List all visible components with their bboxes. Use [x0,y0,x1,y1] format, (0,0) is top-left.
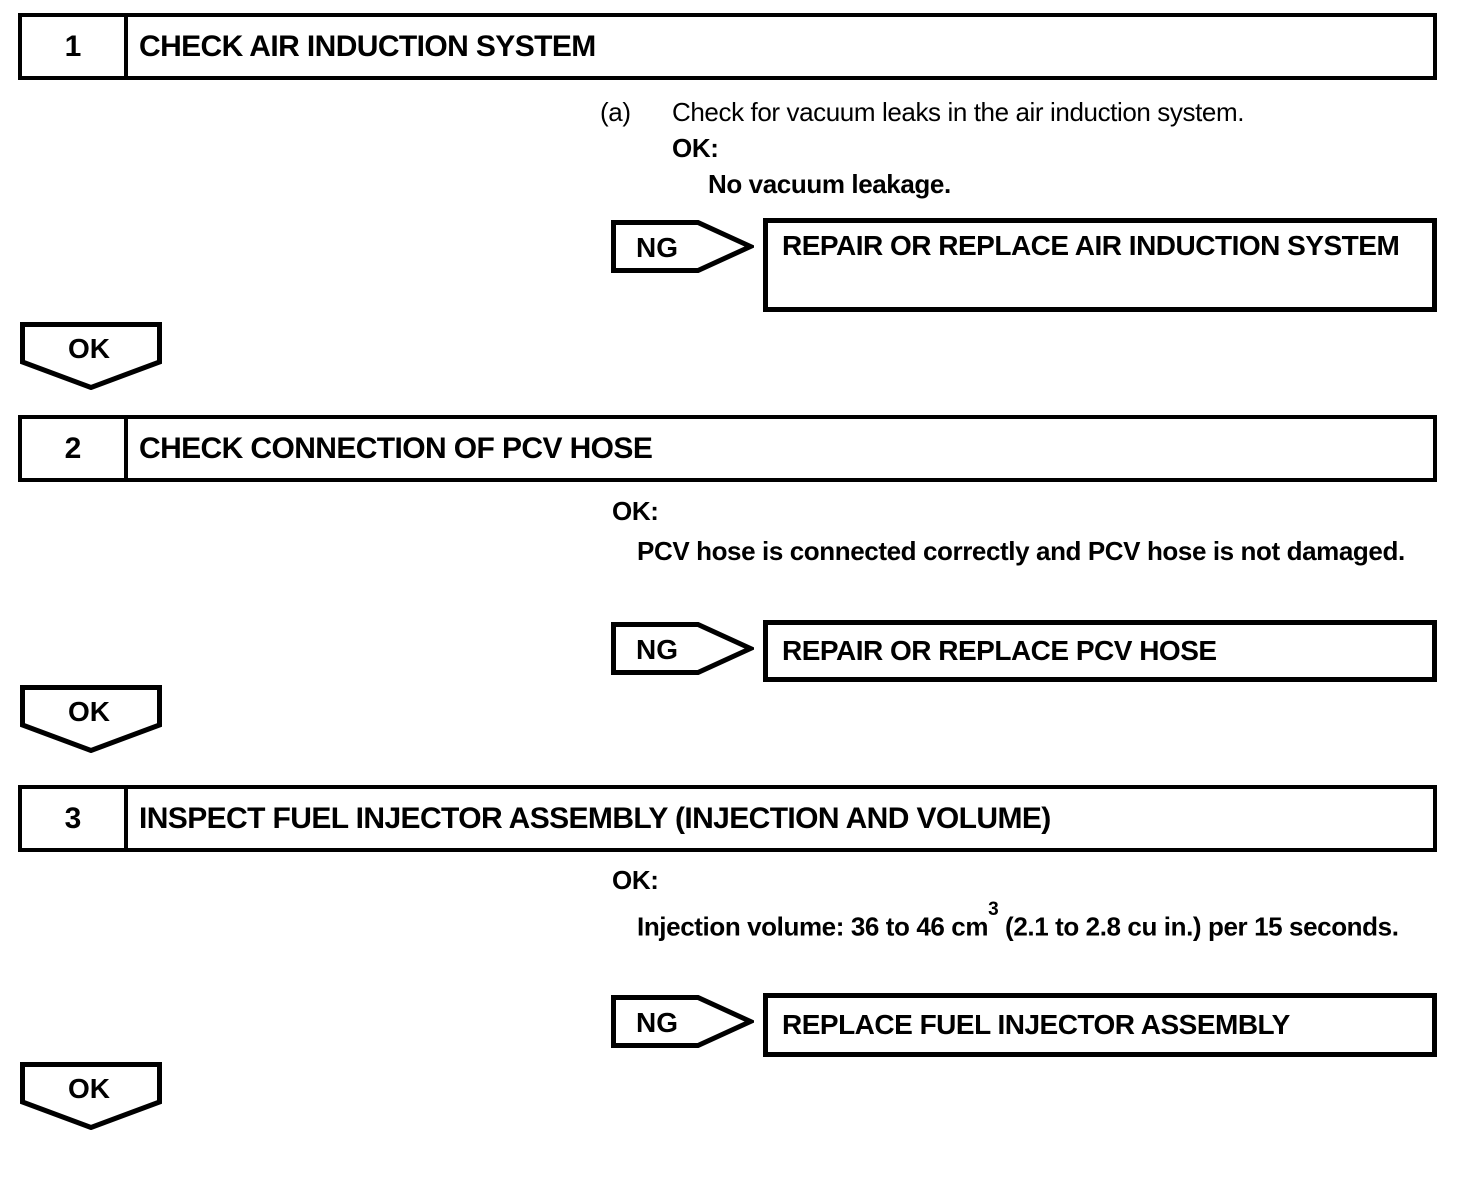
step-1-ok-criteria: No vacuum leakage. [708,169,951,199]
step-1-ng-action-box: REPAIR OR REPLACE AIR INDUCTION SYSTEM [763,218,1437,312]
step-1-ng-connector: NG [611,220,754,273]
step-3-ng-connector: NG [611,995,754,1048]
ok-connector-label: OK [68,333,110,364]
step-3-header: 3 INSPECT FUEL INJECTOR ASSEMBLY (INJECT… [18,785,1437,852]
step-2-ng-action-box: REPAIR OR REPLACE PCV HOSE [763,620,1437,682]
ng-label: NG [636,232,678,263]
step-2-number: 2 [22,419,128,478]
substep-marker: (a) [600,97,631,127]
ng-action-text: REPAIR OR REPLACE AIR INDUCTION SYSTEM [782,230,1400,261]
ng-arrow-tag-icon [611,622,754,675]
criteria-text-post: (2.1 to 2.8 cu in.) per 15 seconds. [998,911,1399,942]
step-3-ng-action-box: REPLACE FUEL INJECTOR ASSEMBLY [763,993,1437,1057]
step-1-title: CHECK AIR INDUCTION SYSTEM [139,29,596,63]
ok-connector-label: OK [68,1073,110,1104]
ng-arrow-tag-icon [611,995,754,1048]
criteria-superscript: 3 [988,899,999,920]
step-3-ok-criteria: Injection volume: 36 to 46 cm3 (2.1 to 2… [637,899,1457,948]
step-1-number: 1 [22,17,128,76]
step-2-title: CHECK CONNECTION OF PCV HOSE [139,431,653,465]
ng-action-text: REPLACE FUEL INJECTOR ASSEMBLY [782,1009,1290,1040]
step-2-ok-connector: OK [20,685,162,753]
ok-pentagon-icon [20,685,162,753]
step-3-number: 3 [22,789,128,848]
ng-label: NG [636,634,678,665]
step-2-ng-connector: NG [611,622,754,675]
ng-label: NG [636,1007,678,1038]
criteria-text-pre: Injection volume: 36 to 46 cm [637,911,989,942]
ok-pentagon-icon [20,1062,162,1130]
step-2-ok-heading: OK: [612,496,659,526]
step-1-substep: (a) Check for vacuum leaks in the air in… [600,94,1410,130]
step-2-header: 2 CHECK CONNECTION OF PCV HOSE [18,415,1437,482]
step-3-title: INSPECT FUEL INJECTOR ASSEMBLY (INJECTIO… [139,801,1051,835]
ng-action-text: REPAIR OR REPLACE PCV HOSE [782,635,1217,666]
step-3-ok-connector: OK [20,1062,162,1130]
ok-pentagon-icon [20,322,162,390]
step-1-ok-heading: OK: [672,133,719,163]
ok-connector-label: OK [68,696,110,727]
step-3-ok-heading: OK: [612,865,659,895]
step-1-ok-connector: OK [20,322,162,390]
step-2-ok-criteria: PCV hose is connected correctly and PCV … [637,536,1405,566]
substep-instruction: Check for vacuum leaks in the air induct… [672,97,1245,127]
step-1-header: 1 CHECK AIR INDUCTION SYSTEM [18,13,1437,80]
ng-arrow-tag-icon [611,220,754,273]
